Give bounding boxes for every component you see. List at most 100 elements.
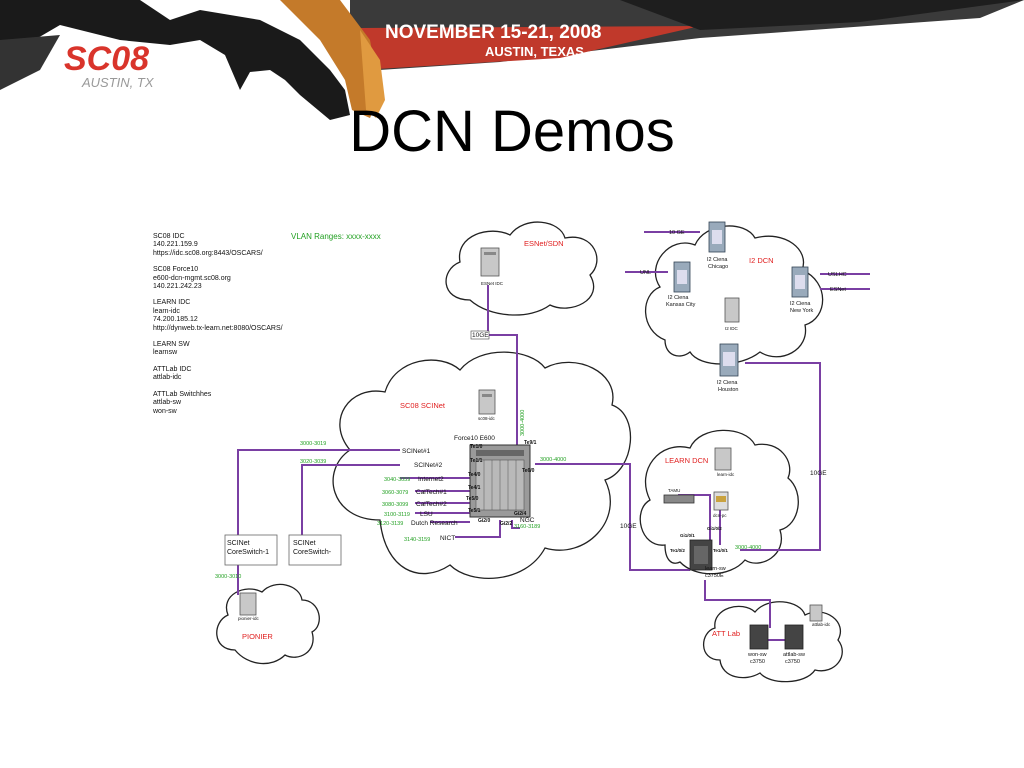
label-esnet-right: ESNet: [830, 287, 846, 293]
links: [237, 231, 870, 641]
label-esnet-10ge: 10GE: [472, 332, 489, 339]
learn-sw-2: c3750E: [705, 573, 724, 579]
port-te9-1: Te9/1: [524, 440, 537, 446]
port-te4-0: Te4/0: [468, 472, 481, 478]
info-line: e600-dcn-mgmt.sc08.org: [153, 274, 231, 282]
vlan-lsu: 3100-3119: [384, 512, 410, 518]
attlab-switch: [784, 624, 804, 650]
link-label-caltech1: CalTech#1: [416, 489, 447, 496]
banner-location: AUSTIN, TEXAS: [485, 44, 584, 59]
force10-label: Force10 E600: [454, 435, 495, 442]
server-learn-idc: [714, 447, 732, 471]
info-line: won-sw: [153, 407, 177, 415]
info-line: 140.221.242.23: [153, 283, 202, 291]
banner: NOVEMBER 15-21, 2008 AUSTIN, TEXAS: [330, 0, 1024, 72]
link-i2-learn: [740, 362, 821, 551]
label-i2-top-10ge: 10 GE: [669, 230, 685, 236]
link-label-internet2: Internet2: [418, 476, 444, 483]
dcn-pc: [713, 491, 729, 511]
info-line: ATTLab IDC: [153, 365, 192, 373]
vlan-caltech1: 3060-3079: [382, 490, 408, 496]
info-line: learnsw: [153, 349, 178, 357]
link-label-scinet1: SCINet#1: [402, 448, 431, 455]
att-idc-label: attlab-idc: [812, 622, 831, 627]
info-panel: SC08 IDC 140.221.159.9 https://idc.sc08.…: [153, 233, 283, 424]
won-sw-2: c3750: [750, 659, 765, 665]
info-block-attlab-idc: ATTLab IDC attlab-idc: [153, 366, 283, 383]
vlan-learn: 3000-4000: [540, 457, 566, 463]
i2-newyork-2: New York: [790, 308, 813, 314]
attlab-sw-1: attlab-sw: [783, 652, 805, 658]
i2-ciena-newyork: [791, 266, 809, 298]
learn-switch: [689, 539, 713, 571]
port-gi2-0: Gi2/0: [478, 518, 490, 524]
server-scinet-idc: [478, 389, 496, 415]
i2-ciena-houston: [719, 343, 739, 377]
server-i2-idc: [724, 297, 740, 323]
vlan-pionier: 3000-3010: [215, 574, 241, 580]
vlan-scinet1: 3000-3019: [300, 441, 326, 447]
i2-newyork-1: I2 Ciena: [790, 301, 811, 307]
i2-houston-2: Houston: [718, 387, 739, 393]
link-label-dutch: Dutch Research: [411, 520, 458, 527]
info-line: LEARN IDC: [153, 299, 191, 307]
learn-port-gi101: Gi1/0/1: [680, 533, 695, 538]
info-block-learn-idc: LEARN IDC learn-idc 74.200.185.12 http:/…: [153, 299, 283, 333]
info-block-sc08-idc: SC08 IDC 140.221.159.9 https://idc.sc08.…: [153, 233, 283, 258]
vlan-esnet: 3000-4000: [520, 410, 526, 436]
sc08-logo: SC08 AUSTIN, TX: [0, 0, 385, 120]
learn-idc-label: learn-idc: [717, 472, 735, 477]
link-label-lsu: LSU: [420, 511, 433, 518]
port-te5-0: Te5/0: [466, 496, 479, 502]
won-switch: [749, 624, 769, 650]
banner-dates: NOVEMBER 15-21, 2008: [385, 22, 602, 43]
learn-port-gi102: Gi1/0/2: [707, 526, 722, 531]
tamu-router: [663, 494, 695, 504]
link-label-scinet2: SCINet#2: [414, 462, 443, 469]
i2-idc-label: I2 IDC: [725, 326, 739, 331]
info-line: 140.221.159.9: [153, 241, 198, 249]
cloud-label-scinet: SC08 SCINet: [400, 401, 446, 410]
vlan-nict: 3140-3159: [404, 537, 430, 543]
info-line: attlab-idc: [153, 374, 182, 382]
cloud-esnet: [445, 221, 598, 316]
logo-text: SC08: [64, 40, 149, 78]
cloud-pionier: [216, 583, 320, 665]
link-label-caltech2: CalTech#2: [416, 501, 447, 508]
info-line: LEARN SW: [153, 341, 190, 349]
cloud-att: [703, 601, 843, 683]
core-switch-2: [288, 534, 342, 566]
link-scinet2: [301, 464, 400, 535]
port-te5-1: Te5/1: [468, 508, 481, 514]
vlan-caltech2: 3080-3099: [382, 502, 408, 508]
port-te1-0: Te1/0: [470, 444, 483, 450]
info-block-force10: SC08 Force10 e600-dcn-mgmt.sc08.org 140.…: [153, 266, 283, 291]
info-line: SC08 Force10: [153, 266, 199, 274]
port-te1-1: Te1/1: [470, 458, 483, 464]
devices: [224, 221, 823, 650]
link-label-nict: NICT: [440, 535, 455, 542]
port-gi2-4: Gi2/4: [514, 511, 526, 517]
vlan-internet2: 3040-3059: [384, 477, 410, 483]
port-te6-0: Te6/0: [522, 468, 535, 474]
label-uslhc: USLHC: [828, 272, 847, 278]
force10-chassis: [469, 444, 531, 518]
info-line: attlab-sw: [153, 399, 182, 407]
label-i2-10ge: 10GE: [810, 470, 827, 477]
core1-line1: SCINet: [227, 540, 250, 547]
learn-port-te101: Te1/0/1: [713, 548, 728, 553]
label-learn-10ge: 10GE: [620, 523, 637, 530]
info-line: learn-idc: [153, 307, 180, 315]
vlan-ranges-label: VLAN Ranges: xxxx-xxxx: [291, 232, 381, 241]
cloud-label-att: ATT Lab: [712, 629, 740, 638]
core2-line1: SCINet: [293, 540, 316, 547]
i2-kansas-2: Kansas City: [666, 302, 696, 308]
i2-chicago-2: Chicago: [708, 264, 728, 270]
tamu-label: TAMU: [668, 488, 680, 493]
attlab-sw-2: c3750: [785, 659, 800, 665]
link-scinet1: [237, 449, 400, 535]
vlan-ngc: 3160-3189: [514, 524, 540, 530]
link-label-ngc: NGC: [520, 517, 535, 524]
link-esnet: [487, 285, 518, 448]
